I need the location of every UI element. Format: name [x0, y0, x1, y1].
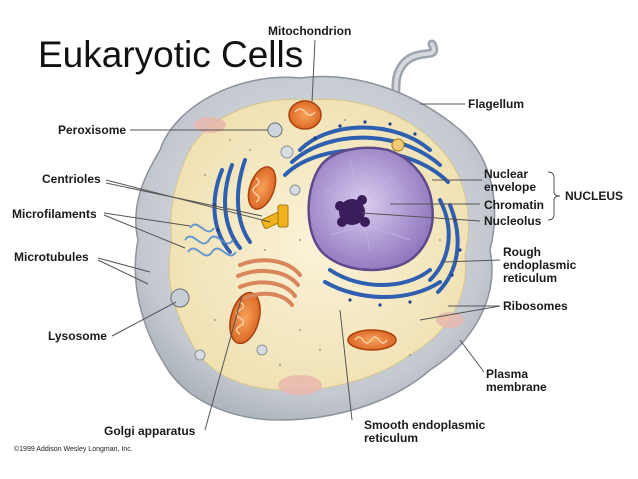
- label-mitochondrion: Mitochondrion: [268, 25, 351, 38]
- label-chromatin: Chromatin: [484, 199, 544, 212]
- label-rough-er-3: reticulum: [503, 272, 557, 285]
- label-nuclear-envelope-2: envelope: [484, 181, 536, 194]
- label-golgi-apparatus: Golgi apparatus: [104, 425, 195, 438]
- label-nucleolus: Nucleolus: [484, 215, 541, 228]
- label-smooth-er-2: reticulum: [364, 432, 418, 445]
- label-peroxisome: Peroxisome: [58, 124, 126, 137]
- lysosome-shape: [171, 289, 189, 307]
- label-centrioles: Centrioles: [42, 173, 101, 186]
- copyright-text: ©1999 Addison Wesley Longman, Inc.: [14, 446, 133, 453]
- label-microtubules: Microtubules: [14, 251, 89, 264]
- label-microfilaments: Microfilaments: [12, 208, 97, 221]
- label-nucleus: NUCLEUS: [565, 190, 623, 203]
- label-ribosomes: Ribosomes: [503, 300, 568, 313]
- label-plasma-membrane-2: membrane: [486, 381, 547, 394]
- page-title: Eukaryotic Cells: [38, 34, 303, 76]
- label-flagellum: Flagellum: [468, 98, 524, 111]
- label-lysosome: Lysosome: [48, 330, 107, 343]
- peroxisome-shape: [268, 123, 282, 137]
- nucleus-shape: [309, 148, 433, 270]
